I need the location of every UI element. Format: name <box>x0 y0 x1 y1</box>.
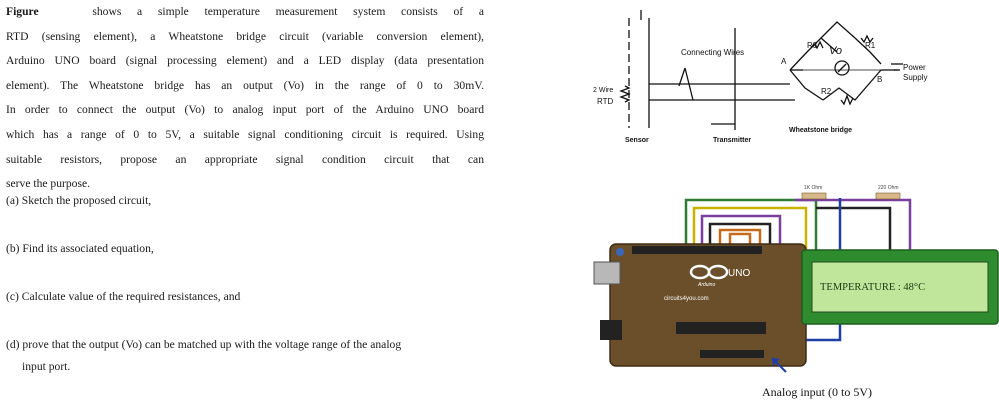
part-d-line-2: input port. <box>22 360 71 373</box>
part-b: (b) Find its associated equation, <box>6 242 154 255</box>
atmega-chip <box>676 322 766 334</box>
digital-header <box>632 246 762 254</box>
question-line-8: serve the purpose. <box>6 177 91 191</box>
resistor-220 <box>875 192 901 200</box>
wire-purple <box>700 214 782 258</box>
resistor-1k-label: 1K Ohm <box>804 185 822 191</box>
arduino-text: Arduino <box>697 282 715 288</box>
bridge-r1-arm <box>854 37 882 65</box>
question-line-4: element). The Wheatstone bridge has an o… <box>6 78 484 92</box>
question-line-7: suitable resistors, propose an appropria… <box>6 152 484 166</box>
sensor-label: Sensor <box>625 137 649 144</box>
lcd-text: TEMPERATURE : 48°C <box>820 282 925 293</box>
question-line-1-rest: shows a simple temperature measurement s… <box>92 5 484 18</box>
resistor-1k <box>801 192 827 200</box>
node-b-label: B <box>877 75 882 84</box>
bridge-r2-arm <box>822 69 882 101</box>
power-supply-label-1: Power <box>903 63 926 72</box>
vo-label: Vo <box>829 45 842 57</box>
usb-port <box>593 261 621 285</box>
wheatstone-label: Wheatstone bridge <box>789 127 852 134</box>
question-line-1: Figure shows a simple temperature measur… <box>6 0 484 25</box>
wheatstone-bridge-diagram: Connecting Wires 2 Wire RTD Sensor Trans… <box>593 10 927 144</box>
part-a: (a) Sketch the proposed circuit, <box>6 194 152 207</box>
connecting-wires-label-1: Connecting Wires <box>681 48 744 57</box>
site-text: circuits4you.com <box>664 296 709 302</box>
arduino-logo: UNO Arduino <box>689 264 750 288</box>
wire-black <box>708 222 772 258</box>
question-line-2: RTD (sensing element), a Wheatstone brid… <box>6 29 484 43</box>
node-a-label: A <box>781 57 787 66</box>
wire-pointer-2 <box>684 67 694 101</box>
rtd-zigzag <box>619 85 631 103</box>
uno-logo-text: UNO <box>728 268 750 279</box>
wire-purple-2 <box>795 198 912 256</box>
analog-arrow-head <box>772 358 780 366</box>
power-supply-label-2: Supply <box>903 73 927 82</box>
transmitter-label: Transmitter <box>713 137 751 144</box>
question-line-3: Arduino UNO board (signal processing ele… <box>6 54 484 68</box>
r3-resistor <box>810 40 824 50</box>
bridge-lower-left <box>789 69 824 101</box>
r1-resistor <box>860 34 874 44</box>
r2-resistor <box>840 94 854 106</box>
arduino-lcd-diagram: 1K Ohm 220 Ohm UNO Arduino circuits4you.… <box>593 185 999 399</box>
reset-button-icon <box>616 248 624 256</box>
resistor-220-label: 220 Ohm <box>878 185 899 191</box>
arduino-board <box>609 243 807 367</box>
rtd-label-2: RTD <box>597 97 614 106</box>
analog-caption: Analog input (0 to 5V) <box>762 385 872 399</box>
r1-label: R1 <box>865 41 876 50</box>
r2-label: R2 <box>821 87 832 96</box>
wire-green <box>684 198 818 258</box>
wire-pointer-1 <box>678 67 686 87</box>
meter-icon <box>834 60 850 76</box>
figure-word: Figure <box>6 5 39 18</box>
rtd-label-1: 2 Wire <box>593 87 613 94</box>
part-c: (c) Calculate value of the required resi… <box>6 290 241 303</box>
question-text: Figure shows a simple temperature measur… <box>6 0 484 197</box>
meter-needle <box>837 63 847 73</box>
r3-label: R3 <box>807 41 818 50</box>
lcd-screen <box>811 261 989 313</box>
question-line-5: In order to connect the output (Vo) to a… <box>6 103 484 117</box>
bridge-top-left <box>820 21 856 39</box>
power-jack <box>600 320 622 340</box>
analog-header <box>700 350 764 358</box>
wire-black-2 <box>816 206 892 256</box>
question-line-6: which has a range of 0 to 5V, a suitable… <box>6 127 484 141</box>
part-d-line-1: (d) prove that the output (Vo) can be ma… <box>6 338 402 351</box>
wire-yellow <box>692 206 808 258</box>
